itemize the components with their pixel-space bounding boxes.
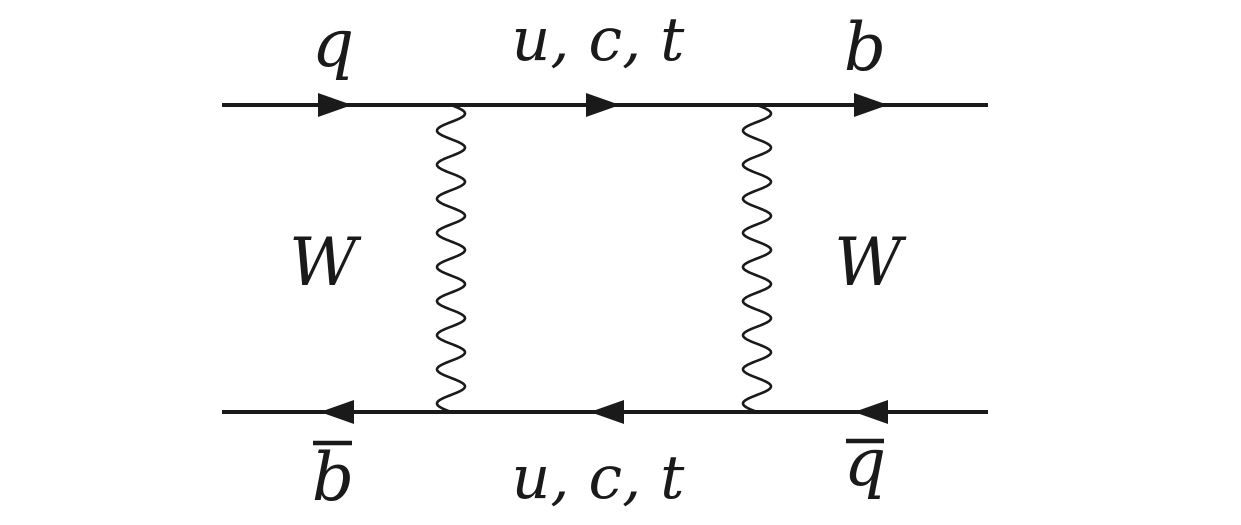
label-top-middle: u, c, t <box>512 5 686 75</box>
w-boson-right-propagator <box>741 103 773 414</box>
label-bottom-right: q <box>844 424 886 501</box>
bottom-middle-arrow-icon <box>590 400 624 424</box>
bottom-left-arrow-icon <box>320 400 354 424</box>
label-top-right: b <box>844 9 886 86</box>
w-boson-left-propagator <box>435 103 467 414</box>
label-left-boson: W <box>289 224 362 301</box>
top-left-arrow-icon <box>318 93 352 117</box>
bottom-right-arrow-icon <box>854 400 888 424</box>
label-right-boson: W <box>834 224 907 301</box>
top-right-arrow-icon <box>854 93 888 117</box>
label-top-left: q <box>312 5 354 82</box>
top-middle-arrow-icon <box>586 93 620 117</box>
label-bottom-middle: u, c, t <box>512 443 686 513</box>
label-bottom-left: b <box>312 439 354 516</box>
